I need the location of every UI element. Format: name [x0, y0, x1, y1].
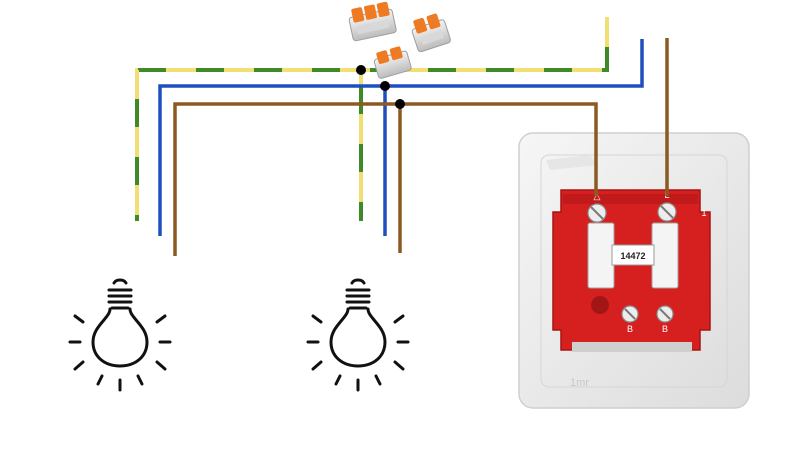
- wago-connector-icon: [348, 1, 397, 42]
- switch-side-mark: 1: [701, 208, 706, 218]
- wago-connector-icon: [411, 13, 451, 53]
- neutral-wire: [158, 39, 644, 236]
- junction-dot-neutral: [380, 81, 390, 91]
- switch-brand-mark: 1mr: [570, 377, 589, 389]
- terminal-label-bottom-left: B: [627, 324, 633, 334]
- wago-connector-icon: [373, 46, 412, 79]
- lightbulb-icon: [68, 278, 172, 392]
- switch-mechanism: 14472 △ L B B 1: [552, 189, 711, 352]
- earth-wire: [135, 17, 609, 221]
- junction-dot-earth: [356, 65, 366, 75]
- light-switch-icon: 14472 △ L B B 1 1mr: [518, 132, 750, 409]
- terminal-label-bottom-right: B: [662, 324, 668, 334]
- switch-model-number: 14472: [620, 251, 645, 261]
- junction-dot-live: [395, 99, 405, 109]
- lightbulb-icon: [306, 278, 410, 392]
- switched-live-wire: [173, 102, 598, 256]
